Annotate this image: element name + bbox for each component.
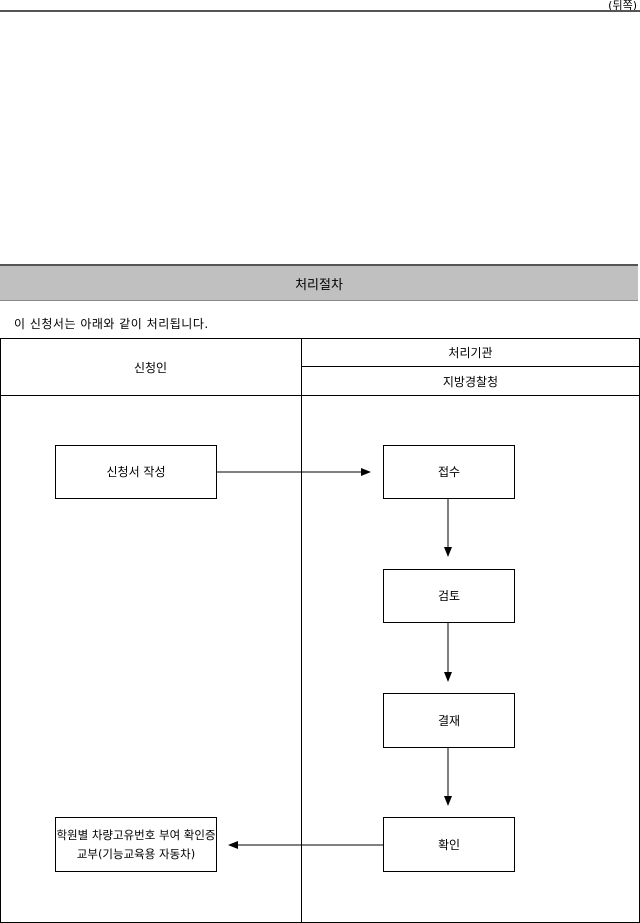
agency-column-header: 처리기관 xyxy=(302,339,639,366)
agency-header-label: 처리기관 xyxy=(448,346,493,360)
step-receive-label-line2: 교부(기능교육용 자동차) xyxy=(76,846,196,861)
applicant-column-header: 신청인 xyxy=(0,339,301,395)
step-review-label: 검토 xyxy=(437,589,461,603)
step-receive-label-line1: 학원별 차량고유번호 부여 확인증 xyxy=(56,827,216,842)
step-receive-certificate: 학원별 차량고유번호 부여 확인증 교부(기능교육용 자동차) xyxy=(55,817,217,872)
step-accept-label: 접수 xyxy=(437,465,461,479)
step-accept: 접수 xyxy=(383,445,515,499)
step-confirm: 확인 xyxy=(383,817,515,872)
section-header: 처리절차 xyxy=(0,264,638,301)
agency-sub-label: 지방경찰청 xyxy=(442,374,499,389)
step-approve: 결재 xyxy=(383,693,515,748)
column-divider xyxy=(301,338,302,923)
header-bottom-divider xyxy=(0,395,639,396)
top-divider xyxy=(0,10,640,12)
header-sub-divider xyxy=(301,366,639,367)
intro-text: 이 신청서는 아래와 같이 처리됩니다. xyxy=(14,317,209,331)
step-write-application: 신청서 작성 xyxy=(55,445,217,499)
step-confirm-label: 확인 xyxy=(437,837,461,852)
step-write-label: 신청서 작성 xyxy=(106,465,166,479)
section-title: 처리절차 xyxy=(295,277,343,293)
step-review: 검토 xyxy=(383,569,515,623)
page-side-label: (뒤쪽) xyxy=(608,0,637,12)
agency-subheader: 지방경찰청 xyxy=(302,367,639,395)
applicant-header-label: 신청인 xyxy=(133,360,168,375)
step-approve-label: 결재 xyxy=(437,713,461,728)
